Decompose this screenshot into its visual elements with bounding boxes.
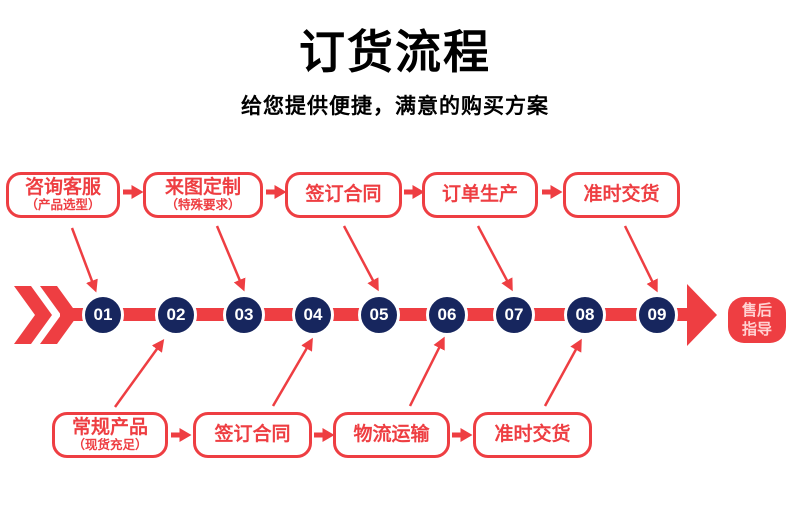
timeline-step-3: 03 — [223, 294, 265, 336]
timeline-step-1: 01 — [82, 294, 124, 336]
after-sales-badge-line2: 指导 — [741, 321, 772, 338]
process-box-main-text: 准时交货 — [583, 183, 660, 205]
step-number: 03 — [234, 305, 254, 324]
arrow-right-icon — [266, 185, 287, 199]
step-number: 07 — [504, 305, 524, 324]
timeline-step-8: 08 — [564, 294, 606, 336]
process-box-consult-service: 咨询客服 （产品选型） — [6, 172, 120, 218]
after-sales-badge: 售后 指导 — [728, 297, 786, 343]
step-number: 09 — [647, 305, 667, 324]
timeline-step-5: 05 — [358, 294, 400, 336]
process-box-logistics: 物流运输 — [333, 412, 450, 458]
page-title: 订货流程 — [299, 26, 491, 78]
process-box-order-production: 订单生产 — [422, 172, 538, 218]
timeline-step-2: 02 — [155, 294, 197, 336]
connector-arrow — [113, 338, 165, 408]
process-box-sub-text: （特殊要求） — [165, 197, 241, 212]
step-number: 02 — [166, 305, 186, 324]
process-box-main-text: 来图定制 — [164, 176, 241, 198]
arrow-right-icon — [404, 185, 425, 199]
step-number: 04 — [303, 305, 323, 324]
timeline-step-7: 07 — [493, 294, 535, 336]
step-number: 06 — [437, 305, 457, 324]
process-box-main-text: 物流运输 — [353, 423, 430, 445]
page-subtitle: 给您提供便捷，满意的购买方案 — [241, 95, 549, 118]
arrow-right-icon — [452, 428, 473, 442]
timeline-step-9: 09 — [636, 294, 678, 336]
step-number: 01 — [93, 305, 113, 324]
connector-arrow — [543, 338, 582, 407]
step-number: 05 — [369, 305, 389, 324]
connector-arrow — [342, 225, 379, 292]
process-box-main-text: 常规产品 — [71, 416, 148, 438]
timeline-step-6: 06 — [426, 294, 468, 336]
connector-arrow — [215, 225, 246, 292]
connector-arrow — [271, 337, 313, 407]
process-box-custom-drawing: 来图定制 （特殊要求） — [143, 172, 263, 218]
connector-arrow — [70, 227, 98, 293]
process-box-main-text: 咨询客服 — [24, 176, 101, 198]
arrow-right-icon — [171, 428, 192, 442]
arrow-right-icon — [123, 185, 144, 199]
process-box-on-time-delivery-top: 准时交货 — [563, 172, 680, 218]
process-box-regular-product: 常规产品 （现货充足） — [52, 412, 168, 458]
process-box-main-text: 订单生产 — [441, 183, 518, 205]
connector-arrow — [623, 225, 658, 293]
after-sales-badge-line1: 售后 — [741, 301, 772, 319]
process-box-main-text: 签订合同 — [305, 183, 382, 205]
arrow-right-icon — [314, 428, 335, 442]
timeline-step-4: 04 — [292, 294, 334, 336]
arrowhead-icon — [687, 284, 717, 346]
process-box-sub-text: （现货充足） — [72, 437, 148, 452]
process-box-main-text: 签订合同 — [214, 423, 291, 445]
connector-arrow — [476, 225, 513, 292]
process-box-sub-text: （产品选型） — [25, 197, 101, 212]
process-box-main-text: 准时交货 — [494, 423, 571, 445]
step-number: 08 — [575, 305, 595, 324]
process-box-sign-contract-top: 签订合同 — [285, 172, 402, 218]
double-chevron-icon — [14, 286, 52, 344]
process-box-sign-contract-bottom: 签订合同 — [193, 412, 312, 458]
arrow-right-icon — [542, 185, 563, 199]
connector-arrow — [408, 336, 445, 407]
process-box-on-time-delivery-bottom: 准时交货 — [473, 412, 592, 458]
